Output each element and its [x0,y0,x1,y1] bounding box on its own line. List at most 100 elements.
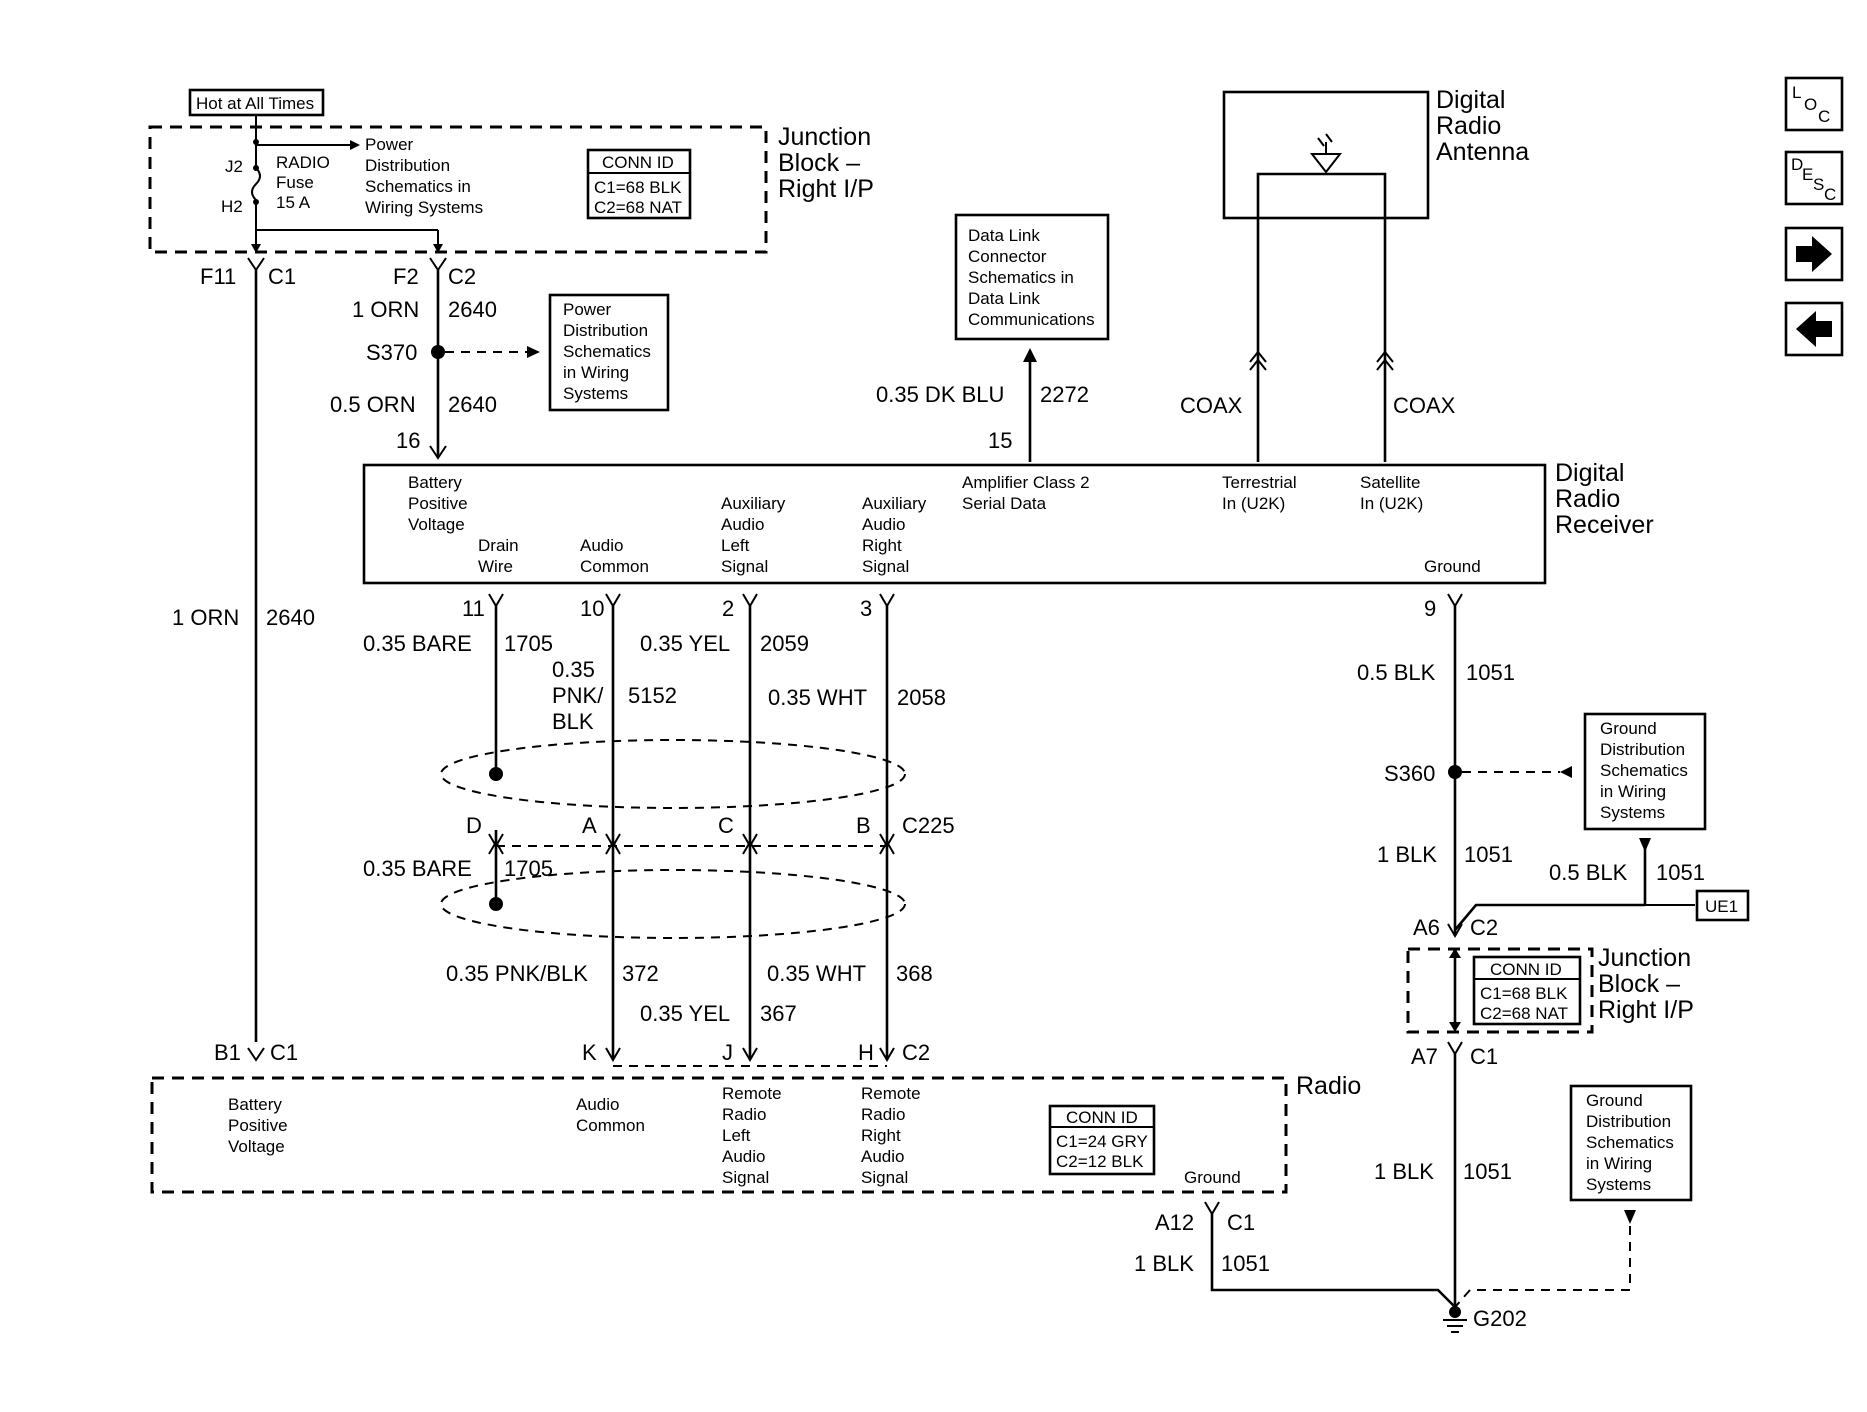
svg-text:2272: 2272 [1040,382,1089,407]
svg-text:Data Link: Data Link [968,289,1040,308]
svg-text:1 ORN: 1 ORN [172,605,239,630]
prev-page-button[interactable] [1784,301,1844,357]
svg-text:0.35 PNK/BLK: 0.35 PNK/BLK [446,961,588,986]
ground-distribution-ref-2[interactable] [1569,1084,1693,1202]
fuse-symbol [251,167,261,201]
svg-text:Antenna: Antenna [1436,138,1529,166]
svg-text:Auxiliary: Auxiliary [862,494,927,513]
svg-text:C2=68 NAT: C2=68 NAT [594,198,682,217]
svg-text:Voltage: Voltage [228,1137,285,1156]
receiver-pin-satellite: Satellite In (U2K) [1360,473,1423,513]
svg-text:Systems: Systems [1600,803,1665,822]
svg-text:Audio: Audio [861,1147,904,1166]
pin-f2: F2 [393,264,419,289]
svg-text:1051: 1051 [1463,1159,1512,1184]
svg-text:Remote: Remote [722,1084,782,1103]
svg-text:D: D [1791,155,1803,174]
splice-s370 [431,345,445,359]
svg-text:C1: C1 [270,1040,298,1065]
svg-text:In (U2K): In (U2K) [1360,494,1423,513]
svg-text:0.35 WHT: 0.35 WHT [768,685,867,710]
receiver-pin-drain: Drain Wire [478,536,519,576]
svg-text:Schematics: Schematics [563,342,651,361]
next-page-button[interactable] [1784,226,1844,282]
svg-text:B1: B1 [214,1040,241,1065]
svg-text:Junction: Junction [778,123,871,151]
svg-text:J: J [722,1040,733,1065]
hot-at-all-times-label: Hot at All Times [196,94,314,113]
svg-text:Satellite: Satellite [1360,473,1420,492]
svg-text:In (U2K): In (U2K) [1222,494,1285,513]
power-distribution-ref[interactable] [548,293,670,412]
antenna-coax-loop [1256,172,1387,462]
svg-text:5152: 5152 [628,683,677,708]
svg-text:Block –: Block – [778,149,860,177]
svg-text:Junction: Junction [1598,944,1691,972]
svg-text:16: 16 [396,428,420,453]
svg-text:Audio: Audio [721,515,764,534]
svg-text:0.35 BARE: 0.35 BARE [363,856,472,881]
svg-text:Radio: Radio [861,1105,905,1124]
svg-text:E: E [1802,165,1813,184]
svg-text:C2: C2 [902,1040,930,1065]
ground-distribution-ref-1[interactable] [1583,712,1707,831]
svg-text:A6: A6 [1413,915,1440,940]
splice-s360 [1448,765,1462,779]
coax-satellite: COAX [1393,393,1456,418]
shield-lower [440,869,906,939]
svg-text:Terrestrial: Terrestrial [1222,473,1297,492]
svg-text:0.35 YEL: 0.35 YEL [640,1001,730,1026]
svg-text:Wiring Systems: Wiring Systems [365,198,483,217]
connector-c225: C225 [902,813,955,838]
svg-text:Audio: Audio [722,1147,765,1166]
svg-text:15: 15 [988,428,1012,453]
svg-text:Remote: Remote [861,1084,921,1103]
svg-text:Common: Common [580,557,649,576]
receiver-title: Digital Radio Receiver [1555,459,1654,539]
svg-text:15 A: 15 A [276,193,311,212]
radio-pin-bat: Battery Positive Voltage [228,1095,288,1156]
svg-text:B: B [856,813,871,838]
svg-text:C1=24 GRY: C1=24 GRY [1056,1132,1148,1151]
svg-text:C1: C1 [1470,1044,1498,1069]
svg-text:Signal: Signal [862,557,909,576]
svg-text:1 BLK: 1 BLK [1134,1251,1194,1276]
svg-text:UE1: UE1 [1705,897,1738,916]
svg-text:Receiver: Receiver [1555,511,1654,539]
svg-text:Auxiliary: Auxiliary [721,494,786,513]
desc-button[interactable]: D E S C [1784,150,1844,206]
svg-text:Power: Power [563,300,612,319]
svg-text:Audio: Audio [862,515,905,534]
arrow-right-icon [1796,236,1832,272]
receiver-pin-ground: Ground [1424,557,1481,576]
svg-text:0.5 BLK: 0.5 BLK [1357,660,1436,685]
data-link-ref[interactable] [954,213,1110,341]
junction-block-bottom-title: Junction Block – Right I/P [1598,944,1694,1024]
svg-text:Radio: Radio [1555,485,1620,513]
svg-text:H: H [858,1040,874,1065]
svg-text:2640: 2640 [448,392,497,417]
svg-text:Right: Right [862,536,902,555]
svg-text:1705: 1705 [504,631,553,656]
svg-text:0.35 YEL: 0.35 YEL [640,631,730,656]
svg-text:S370: S370 [366,340,417,365]
svg-text:in Wiring: in Wiring [1600,782,1666,801]
svg-text:Battery: Battery [408,473,462,492]
radio-fuse-label: RADIO Fuse 15 A [276,153,330,212]
svg-text:372: 372 [622,961,659,986]
svg-text:1 ORN: 1 ORN [352,297,419,322]
svg-text:in Wiring: in Wiring [1586,1154,1652,1173]
svg-text:Ground: Ground [1600,719,1657,738]
conn-id-top [586,148,692,220]
svg-text:Signal: Signal [722,1168,769,1187]
svg-text:Common: Common [576,1116,645,1135]
svg-text:Radio: Radio [722,1105,766,1124]
conn-id-bottom [1472,955,1582,1026]
svg-text:C1: C1 [268,264,296,289]
radio-title: Radio [1296,1072,1361,1100]
svg-text:Wire: Wire [478,557,513,576]
ue1-box[interactable] [1695,889,1750,922]
loc-button[interactable]: L O C [1784,76,1844,132]
junction-block-top-title: Junction Block – Right I/P [778,123,874,203]
svg-text:Schematics: Schematics [1586,1133,1674,1152]
